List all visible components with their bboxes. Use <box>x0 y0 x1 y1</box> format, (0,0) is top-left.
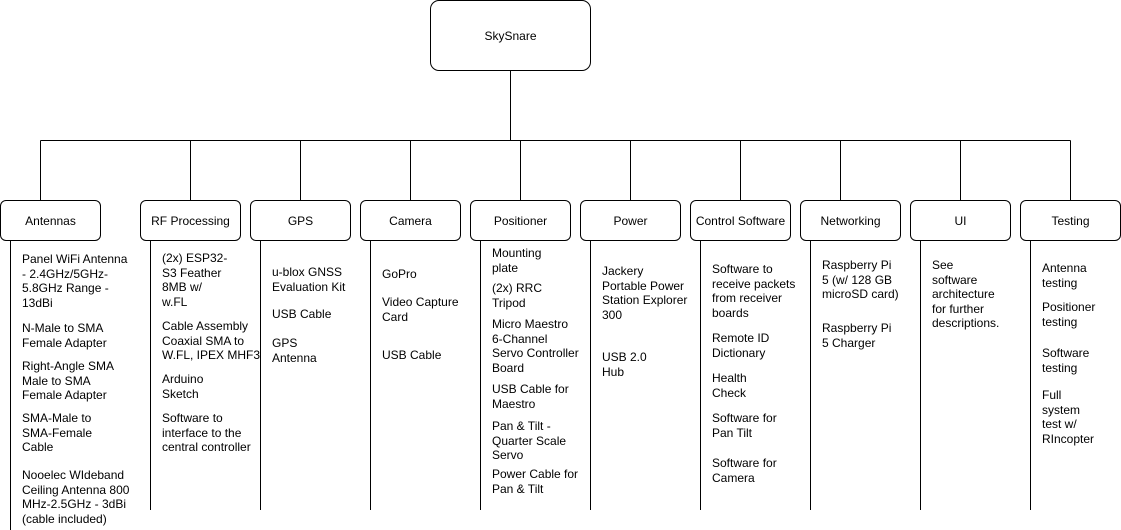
category-testing: Testing <box>1020 200 1121 241</box>
control-software-item: Software for Camera <box>712 456 777 485</box>
control-software-item: Software for Pan Tilt <box>712 411 777 440</box>
category-camera: Camera <box>360 200 461 241</box>
gps-item: u-blox GNSS Evaluation Kit <box>272 265 346 294</box>
root-label: SkySnare <box>484 28 537 43</box>
ui-item: See software architecture for further de… <box>932 258 1000 331</box>
positioner-item: Power Cable for Pan & Tilt <box>492 467 579 496</box>
category-positioner: Positioner <box>470 200 571 241</box>
gps-item: GPS Antenna <box>272 336 317 365</box>
category-label: Testing <box>1051 213 1090 228</box>
category-label: Networking <box>820 213 881 228</box>
category-label: Antennas <box>25 213 76 228</box>
camera-item: GoPro <box>382 267 417 281</box>
antennas-item: SMA-Male to SMA-Female Cable <box>22 411 93 455</box>
root-node: SkySnare <box>430 0 591 71</box>
category-label: UI <box>954 213 967 228</box>
rf-processing-item: Software to interface to the central con… <box>162 411 251 455</box>
category-label: Positioner <box>493 213 548 228</box>
category-label: GPS <box>287 213 314 228</box>
control-software-item: Software to receive packets from receive… <box>712 262 796 320</box>
testing-item: Full system test w/ RIncopter <box>1042 388 1095 446</box>
antennas-item: Right-Angle SMA Male to SMA Female Adapt… <box>22 359 115 403</box>
testing-item: Software testing <box>1042 346 1090 375</box>
networking-item: Raspberry Pi 5 (w/ 128 GB microSD card) <box>822 258 899 302</box>
power-item: Jackery Portable Power Station Explorer … <box>602 264 688 322</box>
rf-processing-item: Cable Assembly Coaxial SMA to W.FL, IPEX… <box>162 319 261 363</box>
positioner-item: USB Cable for Maestro <box>492 382 569 411</box>
power-item: USB 2.0 Hub <box>602 350 647 379</box>
category-networking: Networking <box>800 200 901 241</box>
gps-item: USB Cable <box>272 307 332 321</box>
testing-item: Antenna testing <box>1042 261 1087 290</box>
antennas-item: Panel WiFi Antenna - 2.4GHz/5GHz- 5.8GHz… <box>22 252 128 310</box>
category-ui: UI <box>910 200 1011 241</box>
category-label: RF Processing <box>151 213 230 228</box>
positioner-item: Micro Maestro 6-Channel Servo Controller… <box>492 317 579 375</box>
category-rf-processing: RF Processing <box>140 200 241 241</box>
category-label: Power <box>613 213 648 228</box>
testing-item: Positioner testing <box>1042 300 1096 329</box>
positioner-item: Mounting plate <box>492 246 542 275</box>
networking-item: Raspberry Pi 5 Charger <box>822 321 892 350</box>
category-label: Camera <box>389 213 432 228</box>
positioner-item: Pan & Tilt - Quarter Scale Servo <box>492 419 567 463</box>
rf-processing-item: Arduino Sketch <box>162 372 204 401</box>
control-software-item: Remote ID Dictionary <box>712 331 770 360</box>
category-antennas: Antennas <box>0 200 101 241</box>
positioner-item: (2x) RRC Tripod <box>492 281 542 310</box>
camera-item: USB Cable <box>382 348 442 362</box>
category-control-software: Control Software <box>690 200 791 241</box>
category-power: Power <box>580 200 681 241</box>
category-gps: GPS <box>250 200 351 241</box>
category-label: Control Software <box>695 213 786 228</box>
camera-item: Video Capture Card <box>382 295 459 324</box>
antennas-item: N-Male to SMA Female Adapter <box>22 321 107 350</box>
control-software-item: Health Check <box>712 371 747 400</box>
antennas-item: Nooelec WIdeband Ceiling Antenna 800 MHz… <box>22 468 130 526</box>
rf-processing-item: (2x) ESP32- S3 Feather 8MB w/ w.FL <box>162 251 228 309</box>
